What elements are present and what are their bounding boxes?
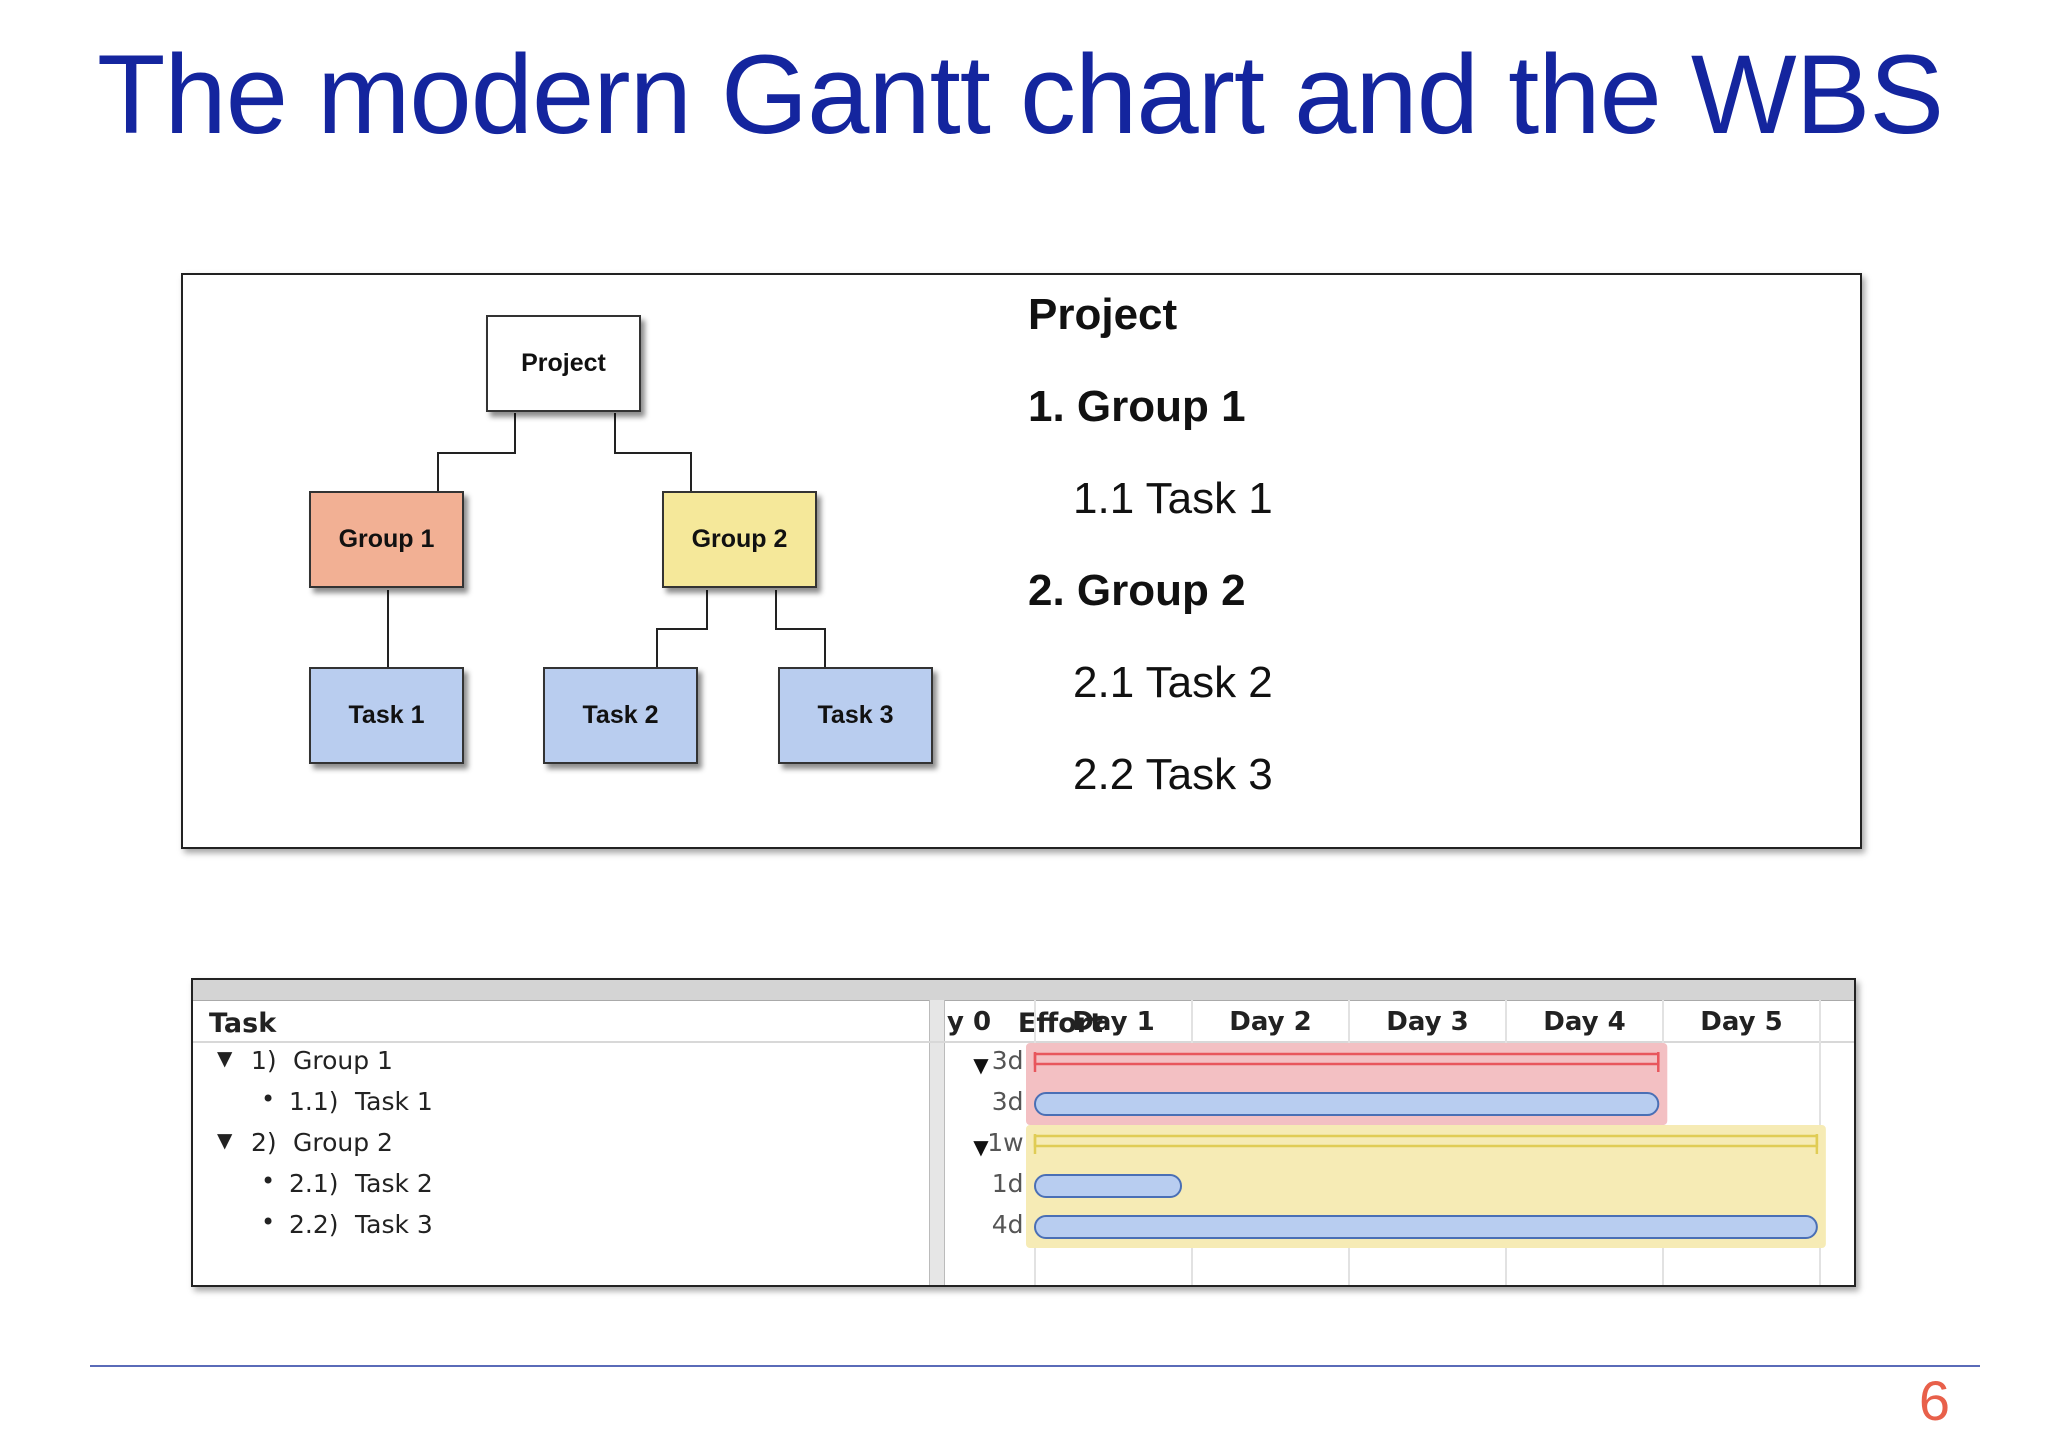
task-number: 2) [251, 1128, 277, 1157]
wbs-node-group-1-label: Group 1 [338, 525, 435, 553]
task-name[interactable]: Task 2 [355, 1169, 433, 1198]
gantt-panel: Task Effort ▼1)Group 13d 7.75h•1.1)Task … [191, 978, 1856, 1287]
disclosure-triangle-icon[interactable]: ▼ [217, 1128, 233, 1152]
page-number: 6 [1918, 1369, 1950, 1432]
wbs-node-task-3-label: Task 3 [817, 701, 894, 729]
outline-group-2: 2. Group 2 [1028, 566, 1246, 615]
timeline-disclosure-icon[interactable]: ▼ [973, 1053, 989, 1077]
gantt-toolbar [193, 980, 1854, 1001]
task-bar[interactable] [1034, 1174, 1183, 1198]
wbs-node-group-1: Group 1 [309, 491, 464, 588]
day-header-day-3[interactable]: Day 3 [1386, 1007, 1468, 1037]
wbs-node-group-2: Group 2 [662, 491, 817, 588]
outline-task-2: 2.1 Task 2 [1073, 658, 1273, 707]
bullet-icon: • [261, 1085, 276, 1113]
task-name[interactable]: Group 2 [293, 1128, 393, 1157]
task-name[interactable]: Group 1 [293, 1046, 393, 1075]
outline-task-1: 1.1 Task 1 [1073, 474, 1273, 523]
task-number: 2.1) [289, 1169, 339, 1198]
task-name[interactable]: Task 1 [355, 1087, 433, 1116]
outline-project: Project [1028, 290, 1178, 339]
day-header-day-2[interactable]: Day 2 [1229, 1007, 1311, 1037]
wbs-node-group-2-label: Group 2 [691, 525, 788, 553]
disclosure-triangle-icon[interactable]: ▼ [217, 1046, 233, 1070]
wbs-node-project: Project [486, 315, 641, 412]
bullet-icon: • [261, 1208, 276, 1236]
outline-group-1: 1. Group 1 [1028, 382, 1246, 431]
wbs-node-task-3: Task 3 [778, 667, 933, 764]
task-bar[interactable] [1034, 1215, 1818, 1239]
slide-title: The modern Gantt chart and the WBS [97, 32, 1944, 157]
wbs-node-task-2-label: Task 2 [582, 701, 659, 729]
wbs-node-task-1-label: Task 1 [348, 701, 425, 729]
pane-splitter[interactable] [929, 1000, 945, 1285]
wbs-node-project-label: Project [521, 349, 606, 377]
task-number: 2.2) [289, 1210, 339, 1239]
gantt-header-effort-label: Effort [1017, 1008, 1103, 1039]
day-header-day-1[interactable]: Day 1 [1072, 1007, 1154, 1037]
gantt-header-task-label: Task [209, 1008, 277, 1039]
wbs-panel: Project Group 1 Group 2 Task 1 Task 2 Ta… [181, 273, 1862, 849]
wbs-node-task-1: Task 1 [309, 667, 464, 764]
bullet-icon: • [261, 1167, 276, 1195]
footer-rule [90, 1365, 1980, 1367]
gantt-header-task[interactable]: Task [209, 1000, 409, 1042]
task-number: 1.1) [289, 1087, 339, 1116]
task-number: 1) [251, 1046, 277, 1075]
timeline-disclosure-icon[interactable]: ▼ [973, 1135, 989, 1159]
gantt-timeline: y 0 Day 1 Day 2 Day 3 Day 4 Day 5 ▼ ▼ [193, 1000, 1854, 1285]
gantt-header-effort[interactable]: Effort [813, 1000, 1103, 1042]
day-header-day-4[interactable]: Day 4 [1543, 1007, 1625, 1037]
task-bar[interactable] [1034, 1092, 1660, 1116]
wbs-node-task-2: Task 2 [543, 667, 698, 764]
wbs-connector-lines [387, 413, 826, 667]
day-header-day-0[interactable]: y 0 [947, 1007, 991, 1037]
day-header-day-5[interactable]: Day 5 [1700, 1007, 1782, 1037]
outline-task-3: 2.2 Task 3 [1073, 750, 1273, 799]
task-name[interactable]: Task 3 [355, 1210, 433, 1239]
